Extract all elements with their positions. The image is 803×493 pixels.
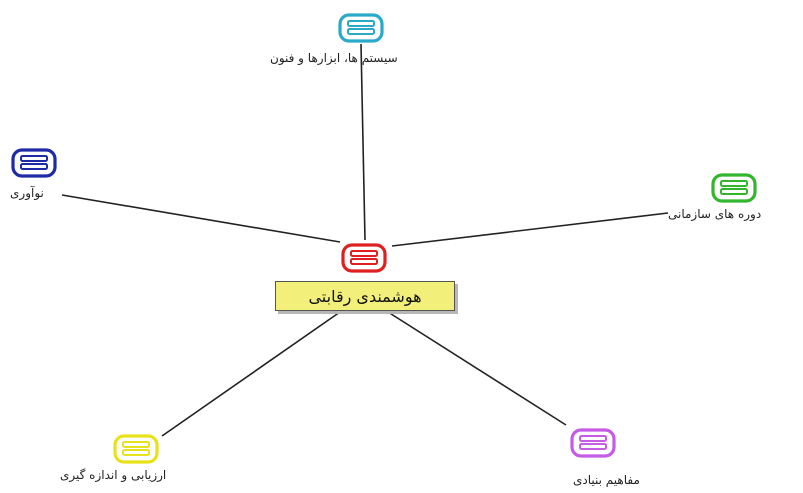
- org-courses-topic-icon[interactable]: [711, 173, 757, 203]
- innovation-topic-label[interactable]: نوآوری: [10, 186, 44, 200]
- concepts-topic-label[interactable]: مفاهیم بنیادی: [573, 473, 640, 487]
- systems-topic-icon[interactable]: [338, 13, 384, 43]
- org-courses-topic-label[interactable]: دوره های سازمانی: [668, 207, 762, 221]
- systems-topic-label[interactable]: سیستم ها، ابزارها و فنون: [270, 51, 398, 65]
- edge-evaluation: [161, 311, 341, 437]
- edge-innovation: [61, 194, 341, 243]
- innovation-topic-icon[interactable]: [11, 148, 57, 178]
- center-topic-label[interactable]: هوشمندی رقابتی: [275, 281, 455, 311]
- evaluation-topic-label[interactable]: ارزیابی و اندازه گیری: [60, 468, 167, 482]
- edge-systems: [360, 43, 366, 241]
- edge-org-courses: [391, 212, 669, 247]
- center-topic-icon[interactable]: [341, 243, 387, 273]
- edge-concepts: [387, 311, 567, 426]
- concepts-topic-icon[interactable]: [570, 428, 616, 458]
- evaluation-topic-icon[interactable]: [113, 434, 159, 464]
